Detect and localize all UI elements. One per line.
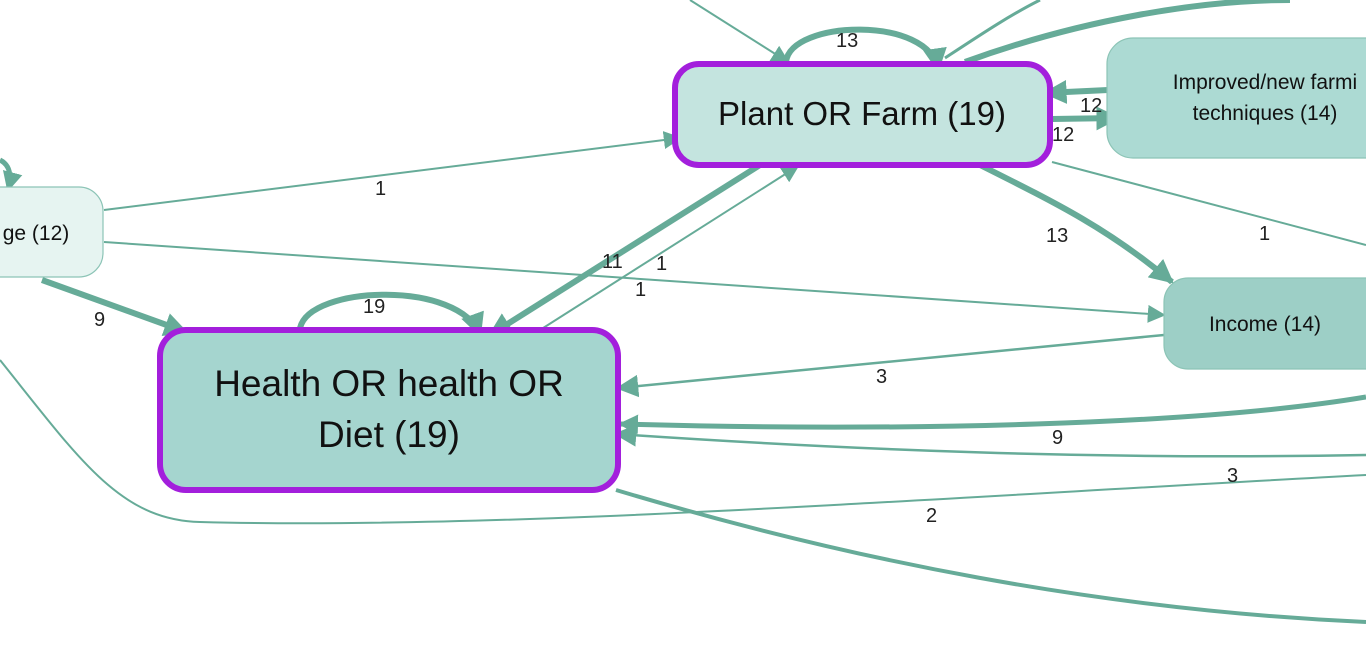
edge-plant-topright	[963, 0, 1291, 65]
edge-label: 3	[876, 366, 887, 388]
node-label-line1: Health OR health OR	[214, 363, 564, 404]
node-label: Income (14)	[1209, 313, 1321, 336]
node-label-line2: Diet (19)	[318, 414, 460, 455]
edge-right-health-3	[613, 424, 1366, 458]
edge-label: 9	[1052, 427, 1063, 449]
edge-plant-health	[487, 162, 762, 338]
edge-health-bottomright	[615, 488, 1366, 624]
edge-plant-right	[1051, 161, 1366, 246]
edge-label: 1	[635, 279, 646, 301]
node-label: Plant OR Farm (19)	[718, 95, 1006, 132]
edge-left-bottom-2	[0, 359, 1366, 525]
edge-label: 19	[363, 296, 385, 318]
node-health-or-diet[interactable]: Health OR health OR Diet (19)	[157, 327, 621, 493]
edge-left-self	[0, 157, 23, 192]
node-label-line1: Improved/new farmi	[1173, 71, 1357, 94]
edge-label: 1	[656, 253, 667, 275]
edge-label: 3	[1227, 465, 1238, 487]
edge-top-plant	[689, 0, 790, 63]
edge-label: 2	[926, 505, 937, 527]
edge-health-self	[297, 291, 484, 338]
edge-plant-self	[783, 26, 947, 73]
edge-label: 1	[375, 178, 386, 200]
edge-label: 13	[1046, 225, 1068, 247]
edge-label: 12	[1080, 95, 1102, 117]
node-income[interactable]: Income (14)	[1163, 277, 1366, 370]
edge-label: 11	[602, 251, 623, 273]
edge-label: 13	[836, 30, 858, 52]
node-label: ge (12)	[3, 222, 70, 245]
node-plant-or-farm[interactable]: Plant OR Farm (19)	[672, 61, 1053, 168]
edge-health-plant	[539, 165, 800, 331]
edge-income-health	[615, 333, 1165, 398]
edge-left-health	[40, 277, 189, 336]
edge-plant-income	[978, 162, 1174, 285]
edge-label: 9	[94, 309, 105, 331]
edge-right-health-9	[618, 394, 1366, 435]
node-label-line2: techniques (14)	[1193, 102, 1338, 125]
edge-plant-topright-2	[944, 0, 1041, 60]
edge-left-plant	[103, 131, 682, 211]
node-left[interactable]: ge (12)	[0, 186, 104, 278]
edge-label: 1	[1259, 223, 1270, 245]
edge-label: 12	[1052, 124, 1074, 146]
edge-improved-plant	[1042, 79, 1109, 104]
node-improved-farming-techniques[interactable]: Improved/new farmi techniques (14)	[1106, 37, 1366, 159]
edge-left-income	[103, 241, 1166, 323]
